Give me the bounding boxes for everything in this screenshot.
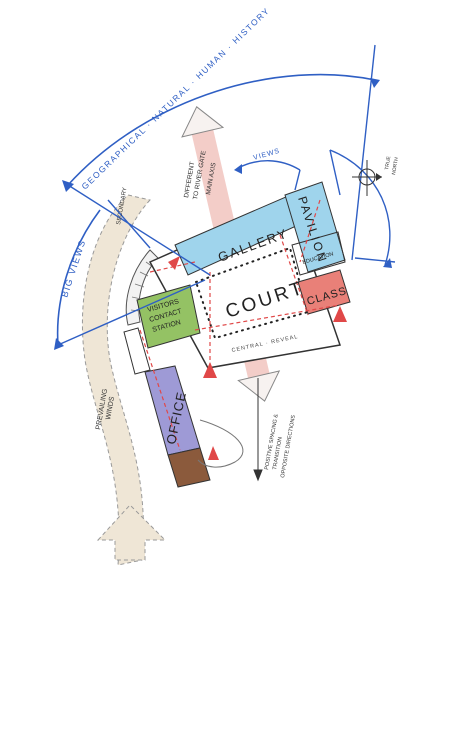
note-leader: [253, 378, 263, 482]
label-note-2: TRANSITION: [272, 436, 284, 470]
label-note-3: OPPOSITE DIRECTIONS: [280, 414, 297, 478]
label-big-views: BIG VIEWS: [59, 238, 87, 299]
entry-stair: [123, 327, 151, 375]
path-arrowhead: [96, 504, 167, 561]
context-arc: [67, 73, 376, 186]
class-block: [297, 269, 351, 315]
visitors-block: [136, 284, 201, 349]
views-arc: [237, 160, 301, 171]
label-prevailing-winds-2: WINDS: [105, 396, 116, 421]
north-arrow: [352, 160, 382, 196]
entry-arrows: [168, 256, 347, 460]
label-arc-top: GEOGRAPHICAL · NATURAL · HUMAN · HISTORY: [79, 5, 271, 191]
office-site-curve: [197, 419, 244, 468]
label-north-1: TRUE: [384, 155, 392, 170]
access-path: [82, 194, 151, 566]
service-block: [167, 447, 211, 488]
label-north-2: NORTH: [391, 157, 400, 176]
view-arrowheads: [54, 78, 392, 350]
court-dotted-outline: [194, 246, 310, 340]
label-views: VIEWS: [253, 148, 281, 162]
east-arc: [329, 149, 391, 266]
big-views-arc: [56, 209, 101, 346]
amphitheater-steps: [125, 249, 159, 326]
education-block: [291, 231, 346, 276]
